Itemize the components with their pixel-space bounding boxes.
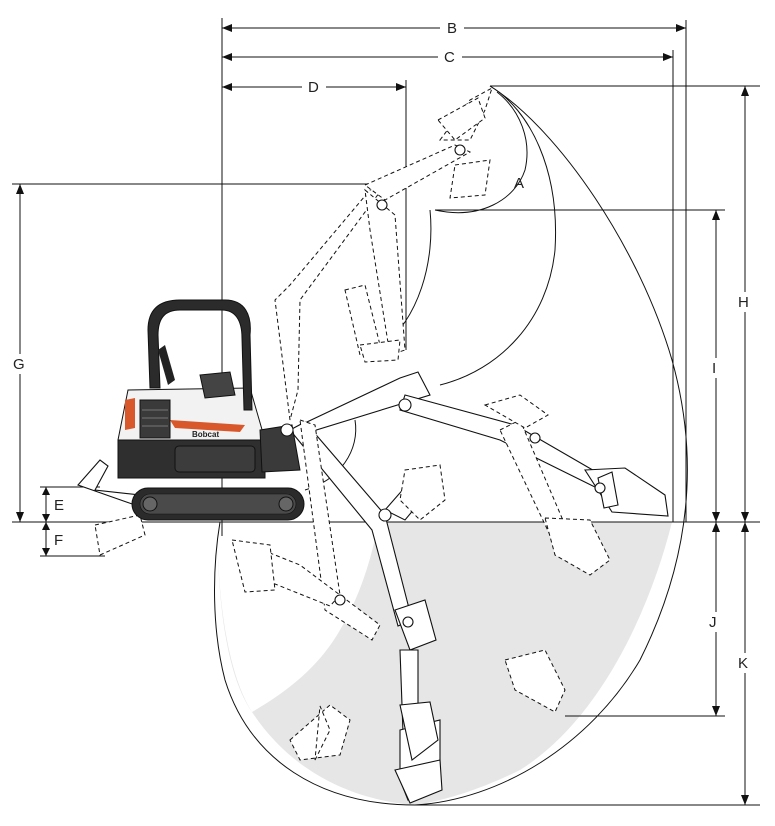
dimension-h: H (490, 85, 760, 522)
dimension-d: D (222, 78, 406, 96)
arm-position-dig-left (231, 419, 381, 641)
dimension-j: J (565, 522, 725, 717)
label-h: H (738, 294, 749, 311)
label-d: D (308, 79, 319, 96)
arm-position-raised (274, 86, 493, 421)
inner-arc-1 (439, 85, 557, 386)
label-b: B (447, 20, 457, 37)
label-k: K (738, 655, 748, 672)
dimension-g: G (12, 183, 370, 522)
label-j: J (709, 614, 717, 631)
label-a: A (514, 175, 524, 192)
reach-envelope-arc (214, 85, 688, 806)
bucket-ground-center (399, 464, 446, 521)
dimension-f: F (40, 522, 105, 557)
dimension-k: K (415, 522, 760, 806)
dimension-e: E (40, 486, 100, 522)
brand-logo-text: Bobcat (192, 430, 219, 439)
dimension-i: I (435, 209, 725, 522)
arm-position-reach (288, 371, 669, 517)
label-c: C (444, 49, 455, 66)
bucket-deep-right (504, 649, 566, 713)
label-i: I (712, 360, 716, 377)
arm-position-mid (344, 188, 406, 363)
inner-arc-2 (434, 91, 528, 214)
excavator-machine: Bobcat (77, 299, 305, 556)
dimension-c: C (222, 48, 673, 66)
dimension-b: B (222, 19, 686, 37)
bucket-deepest (394, 701, 443, 804)
arm-position-ground (483, 394, 611, 576)
label-f: F (54, 532, 63, 549)
bucket-deep-left (289, 704, 351, 761)
label-g: G (13, 356, 25, 373)
label-e: E (54, 497, 64, 514)
